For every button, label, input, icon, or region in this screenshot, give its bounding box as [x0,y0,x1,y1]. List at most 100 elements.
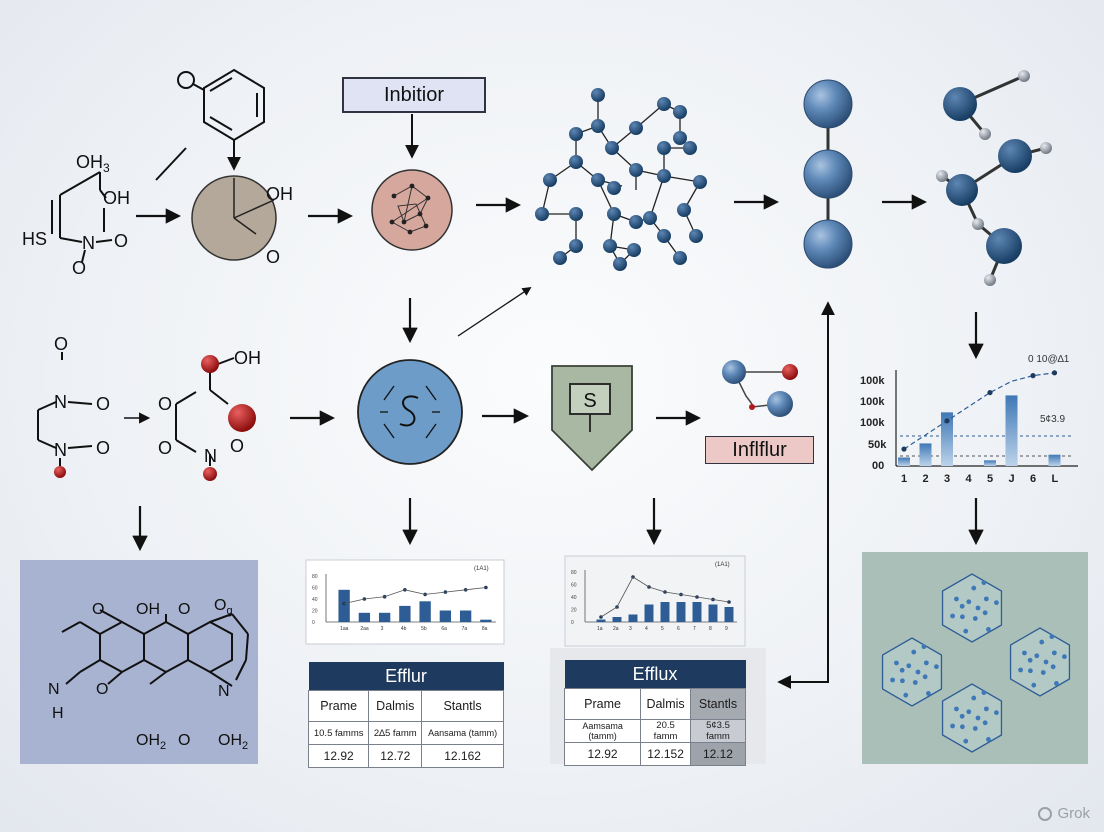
chart-bar [419,601,431,622]
chart-y-tick: 80 [571,570,577,576]
grok-watermark: Grok [1038,805,1090,822]
vertical-arrows [132,298,984,552]
top-left-o2-label: O [72,258,86,278]
chart-x-tick: 4b [401,626,407,632]
chart-bar [480,619,492,622]
chart-x-tick: 5b [421,626,427,632]
virus-protein-dot [982,610,988,616]
chart-point [987,389,993,396]
chart-bar [596,619,606,622]
virus-protein-dot [975,715,981,721]
chart-x-tick: J [1009,473,1015,485]
rc-ytick-2: 100k [860,417,885,429]
molecule-mid-second: OH O O N O [158,348,261,481]
virus-protein-dot [1062,654,1067,660]
top-row-arrows [136,194,928,224]
virus-particle [1009,627,1071,697]
virus-protein-dot [921,644,927,650]
chart-bar [1048,454,1061,466]
virus-protein-dot [981,690,987,696]
top-left-hs-label: HS [22,229,47,249]
rc-annotation-mid: 5¢3.9 [1040,414,1065,425]
chart-bar [919,443,932,466]
rc-ytick-3: 50k [868,439,887,451]
chart-line [344,587,486,604]
virus-protein-dot [1034,653,1040,659]
molecular-network [535,88,707,271]
table-efflur: Efflur Prame Dalmis Stantls 10.5 famms 2… [307,662,504,768]
chart-y-tick: 60 [571,583,577,589]
table-cell: 12.162 [421,744,504,768]
chart-y-tick: 0 [571,620,574,626]
virus-protein-dot [922,674,928,680]
chart-bar [984,460,996,466]
panel-h: H [52,705,64,722]
chart-point [901,446,907,452]
chart-bar [644,604,654,622]
virus-protein-dot [890,677,895,683]
virus-protein-dot [994,600,999,606]
panel-o2: O [178,601,190,618]
virus-protein-dot [899,667,905,673]
panel-oh1: OH [136,601,160,618]
chart-x-tick: 2 [923,473,929,485]
virus-protein-dot [894,660,899,666]
virus-protein-dot [966,709,972,715]
chart-bar [628,614,638,622]
circle-o-label: O [266,247,280,267]
chart-bar [399,605,411,622]
virus-protein-dot [1040,670,1046,675]
chart-bar [708,604,718,622]
chart-point [1030,373,1036,379]
diagonal-arrow [457,286,532,337]
chart-bar [898,457,910,466]
efflur-header-3: Stantls [421,690,504,722]
chart-point [1051,370,1058,376]
virus-protein-dot [1050,664,1056,670]
chart-x-tick: 1aa [340,626,349,632]
table-cell: Aansama (tamm) [421,721,504,745]
mid-left-o2: O [96,394,110,414]
chart-bar [660,602,670,622]
rc-ytick-4: 00 [872,460,884,472]
chart-bar [612,617,622,622]
virus-protein-dot [1049,634,1055,640]
chart-bar [378,612,391,622]
chart-x-tick: 3 [629,626,632,632]
virus-protein-dot [911,649,917,655]
virus-particle [941,573,1003,643]
virus-protein-dot [959,713,965,719]
virus-protein-dot [1027,657,1033,663]
table-cell: 12.72 [368,744,423,768]
virus-protein-dot [1018,667,1023,673]
panel-o3: O [96,681,108,698]
chart-x-tick: 9 [725,626,728,632]
chart-x-tick: 8a [482,626,488,632]
mid-second-n: N [204,446,217,466]
feedback-arrow [777,301,835,689]
mid-left-o3: O [96,438,110,458]
chart-bar [358,612,371,622]
chart-point [944,418,950,424]
table-efflur-title: Efflur [308,662,504,691]
virus-protein-dot [983,596,989,602]
virus-protein-dot [972,726,978,731]
virus-protein-dot [963,628,969,634]
chart-x-tick: 4 [966,473,973,485]
virus-protein-dot [926,691,931,696]
virus-protein-dot [912,680,918,685]
panel-o1: O [92,601,104,618]
molecule-mid-left: O N O N O [37,334,110,478]
s-shield-badge: S [551,365,633,472]
virus-protein-dot [972,616,978,621]
chart-x-tick: 6 [677,626,680,632]
table-cell: 20.5 famm [640,719,691,743]
table-cell: Aamsama (tamm) [563,719,642,743]
grok-logo-icon [1038,806,1053,821]
virus-protein-dot [966,599,972,605]
table-row: 12.92 12.152 12.12 [563,742,747,766]
panel-o4: O [178,732,190,749]
chart-bar [941,412,953,466]
influx-molecule [722,360,798,417]
